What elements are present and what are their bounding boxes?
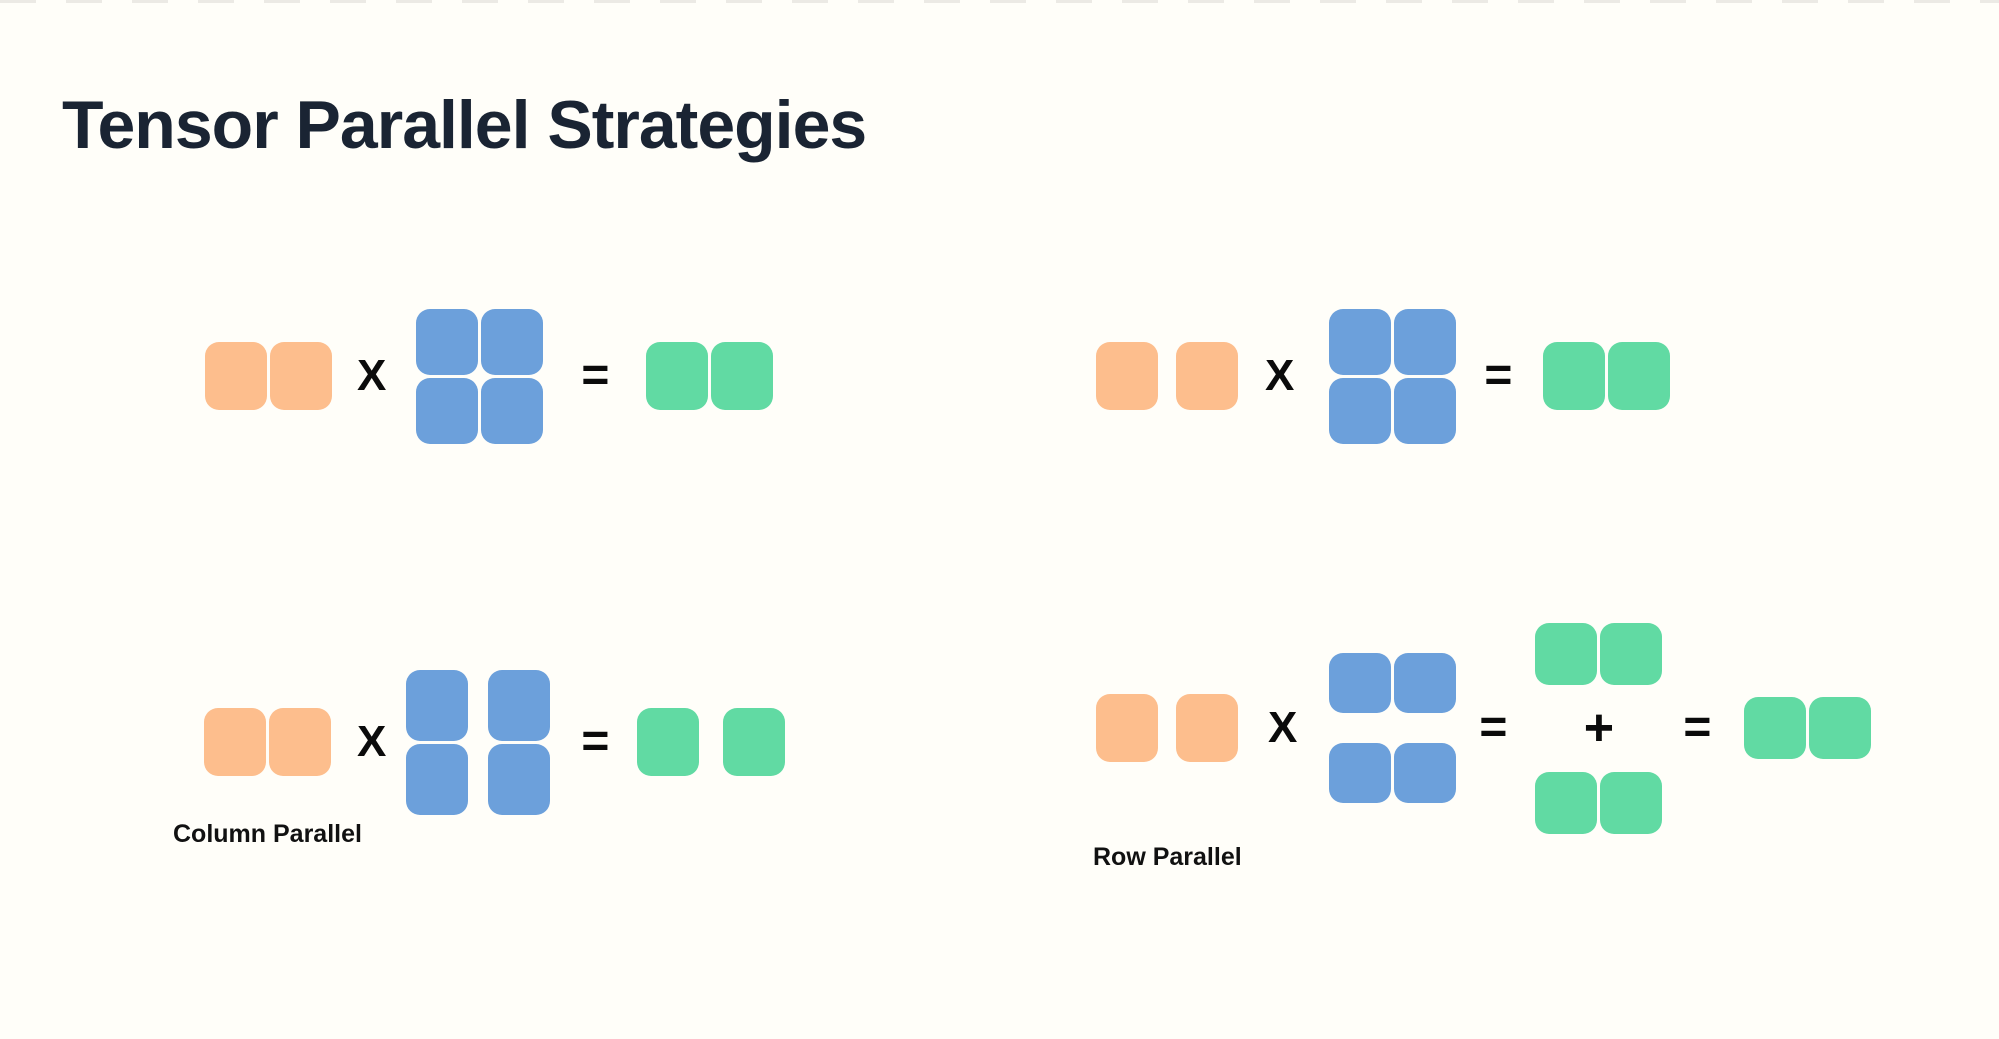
green-block bbox=[723, 708, 786, 776]
blue-block bbox=[416, 377, 479, 444]
input-vector-split bbox=[1096, 694, 1238, 762]
output-vector-split bbox=[637, 708, 786, 776]
blue-block bbox=[406, 669, 469, 741]
orange-block bbox=[205, 342, 267, 410]
top-edge-dashes bbox=[0, 0, 1999, 3]
weight-matrix-row-split bbox=[1329, 653, 1457, 803]
orange-block bbox=[1176, 694, 1238, 762]
input-vector bbox=[205, 342, 332, 410]
output-vector bbox=[646, 342, 774, 410]
output-vector bbox=[1543, 342, 1671, 410]
orange-block bbox=[1176, 342, 1238, 410]
row-parallel-label: Row Parallel bbox=[1093, 843, 1242, 871]
partial-sum-stack: + bbox=[1535, 622, 1663, 834]
blue-block bbox=[1394, 308, 1457, 375]
equals-operator: = bbox=[1484, 349, 1513, 402]
multiply-operator: X bbox=[357, 351, 387, 400]
blue-block bbox=[1329, 743, 1392, 803]
multiply-operator: X bbox=[357, 717, 387, 766]
equals-operator: = bbox=[581, 349, 610, 402]
diagram-baseline-right: X = bbox=[1096, 296, 1671, 456]
orange-block bbox=[1096, 694, 1158, 762]
equals-operator: = bbox=[581, 715, 610, 768]
plus-operator: + bbox=[1583, 699, 1615, 757]
green-block bbox=[1535, 622, 1598, 685]
weight-matrix bbox=[416, 308, 544, 444]
column-parallel-label: Column Parallel bbox=[173, 820, 362, 848]
equals-operator: = bbox=[1683, 701, 1712, 754]
weight-matrix-column-split bbox=[406, 669, 551, 815]
orange-block bbox=[1096, 342, 1158, 410]
input-vector bbox=[204, 708, 331, 776]
blue-block bbox=[1329, 377, 1392, 444]
blue-block bbox=[488, 743, 551, 815]
green-block bbox=[1600, 622, 1663, 685]
orange-block bbox=[270, 342, 332, 410]
diagram-baseline-left: X = bbox=[205, 296, 774, 456]
partial-output-top bbox=[1535, 622, 1663, 685]
orange-block bbox=[269, 708, 331, 776]
green-block bbox=[1809, 697, 1872, 759]
green-block bbox=[1600, 771, 1663, 834]
output-vector bbox=[1744, 697, 1872, 759]
blue-block bbox=[416, 308, 479, 375]
green-block bbox=[711, 342, 774, 410]
green-block bbox=[1744, 697, 1807, 759]
blue-block bbox=[481, 377, 544, 444]
green-block bbox=[1535, 771, 1598, 834]
blue-block bbox=[406, 743, 469, 815]
diagram-row-parallel: X = + = bbox=[1096, 622, 1872, 834]
multiply-operator: X bbox=[1265, 351, 1295, 400]
page-title: Tensor Parallel Strategies bbox=[62, 86, 867, 163]
orange-block bbox=[204, 708, 266, 776]
green-block bbox=[1543, 342, 1606, 410]
green-block bbox=[1608, 342, 1671, 410]
partial-output-bottom bbox=[1535, 771, 1663, 834]
diagram-column-parallel: X = bbox=[204, 660, 786, 824]
equals-operator: = bbox=[1479, 701, 1508, 754]
green-block bbox=[637, 708, 700, 776]
blue-block bbox=[488, 669, 551, 741]
blue-block bbox=[1394, 377, 1457, 444]
blue-block bbox=[1394, 743, 1457, 803]
multiply-operator: X bbox=[1268, 703, 1298, 752]
blue-block bbox=[1329, 653, 1392, 713]
blue-block bbox=[1394, 653, 1457, 713]
blue-block bbox=[481, 308, 544, 375]
green-block bbox=[646, 342, 709, 410]
blue-block bbox=[1329, 308, 1392, 375]
input-vector-split bbox=[1096, 342, 1238, 410]
weight-matrix bbox=[1329, 308, 1457, 444]
